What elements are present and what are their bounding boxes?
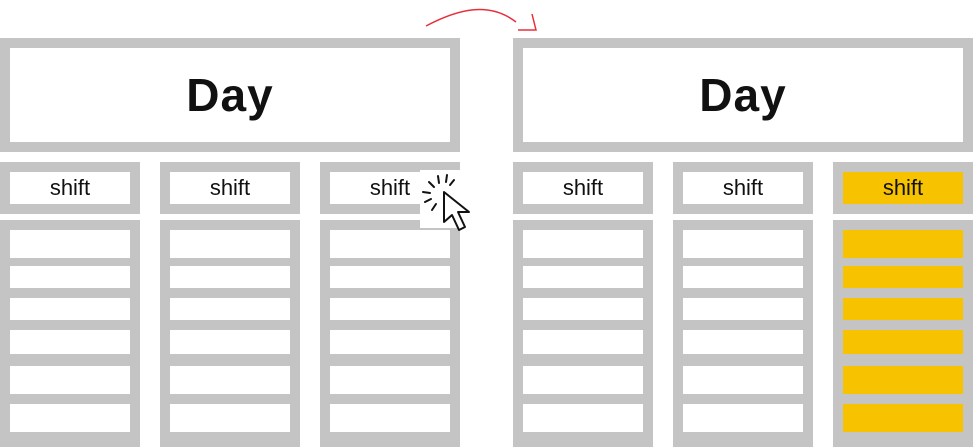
shift-slot (683, 366, 803, 394)
shift-label: shift (369, 175, 411, 200)
shift-slot (683, 298, 803, 320)
shift-slot (330, 366, 450, 394)
shift-column: shift (0, 162, 140, 447)
shift-slot (10, 404, 130, 432)
shift-slots (0, 220, 140, 447)
shift-column: shift (160, 162, 300, 447)
shift-slot (330, 230, 450, 258)
shift-slots (513, 220, 653, 447)
day-header: Day (513, 38, 973, 152)
day-title: Day (699, 69, 787, 121)
shift-slots (160, 220, 300, 447)
shift-header-selected[interactable]: shift (833, 162, 973, 214)
shift-slot (170, 330, 290, 354)
shift-header[interactable]: shift (673, 162, 813, 214)
shift-column: shift (513, 162, 653, 447)
shift-slot (170, 230, 290, 258)
shift-slot (523, 230, 643, 258)
shift-label: shift (722, 175, 764, 200)
shift-slot (330, 330, 450, 354)
shift-slot (10, 230, 130, 258)
shift-slot-highlighted (843, 230, 963, 258)
shift-label: shift (562, 175, 604, 200)
shift-slot (523, 298, 643, 320)
shift-slot (170, 298, 290, 320)
shift-slot (330, 266, 450, 288)
shift-slot (10, 266, 130, 288)
shift-slot-highlighted (843, 298, 963, 320)
day-panel-after: Day shift shift shift (513, 38, 973, 447)
shift-slot (683, 230, 803, 258)
shift-label: shift (209, 175, 251, 200)
shift-header[interactable]: shift (160, 162, 300, 214)
shift-slot (683, 266, 803, 288)
shift-slot-highlighted (843, 266, 963, 288)
shift-slot (330, 298, 450, 320)
shift-slot (10, 366, 130, 394)
shift-slot (683, 404, 803, 432)
shift-column: shift (320, 162, 460, 447)
shift-slot (170, 266, 290, 288)
shift-slot (170, 404, 290, 432)
shift-slots (833, 220, 973, 447)
shift-slot (10, 298, 130, 320)
shift-slot (523, 366, 643, 394)
shift-slots (320, 220, 460, 447)
transition-arrow-icon (425, 8, 537, 31)
shift-slot (170, 366, 290, 394)
shift-slot-highlighted (843, 366, 963, 394)
shift-column: shift (673, 162, 813, 447)
day-title: Day (186, 69, 274, 121)
day-header: Day (0, 38, 460, 152)
day-panel-before: Day shift shift shift (0, 38, 460, 447)
shift-slots (673, 220, 813, 447)
shift-slot (330, 404, 450, 432)
shift-slot-highlighted (843, 404, 963, 432)
shift-slot (523, 404, 643, 432)
shift-slot (523, 266, 643, 288)
shift-header[interactable]: shift (0, 162, 140, 214)
shift-slot (523, 330, 643, 354)
shift-slot (683, 330, 803, 354)
shift-label: shift (882, 175, 924, 200)
shift-column-selected: shift (833, 162, 973, 447)
click-cursor-icon (420, 170, 482, 231)
shift-slot (10, 330, 130, 354)
shift-header[interactable]: shift (513, 162, 653, 214)
shift-slot-highlighted (843, 330, 963, 354)
shift-label: shift (49, 175, 91, 200)
